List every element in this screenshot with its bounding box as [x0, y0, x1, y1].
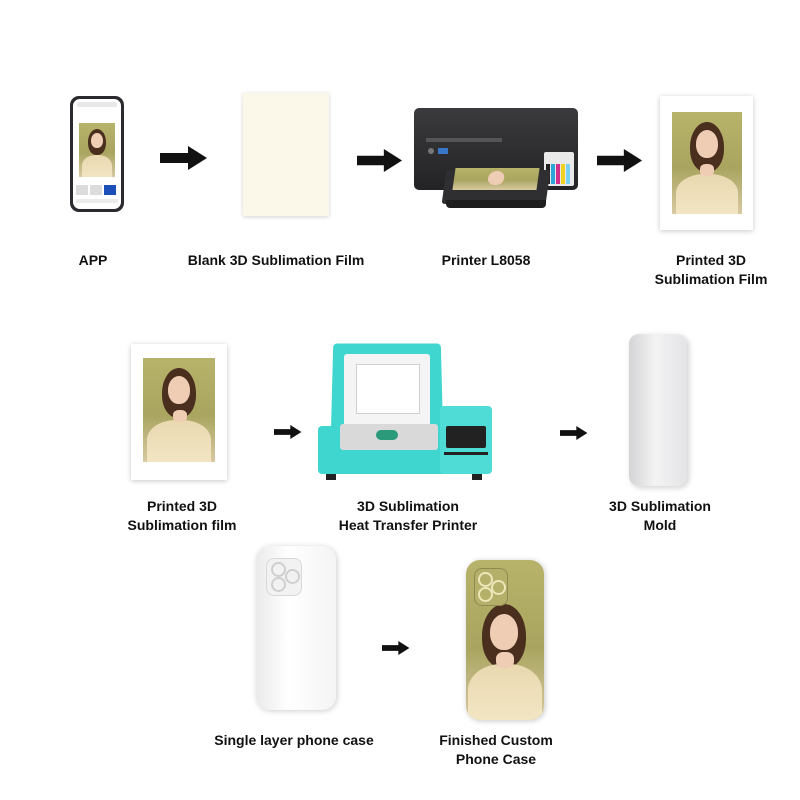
smartphone-icon: [70, 96, 124, 212]
mold-label-line2: Mold: [643, 517, 677, 533]
finished-case-label: Finished Custom Phone Case: [416, 731, 576, 769]
finished-case-label-line2: Phone Case: [455, 751, 537, 767]
arrow-right-icon: [382, 641, 410, 655]
arrow-right-icon: [357, 149, 403, 172]
printer-icon: [410, 104, 582, 214]
printed-film-1-label-line2: Sublimation Film: [654, 271, 768, 287]
heat-press-icon: [316, 340, 494, 484]
printed-film-icon: [131, 344, 227, 480]
blank-film-label: Blank 3D Sublimation Film: [187, 252, 365, 268]
mold-label-line1: 3D Sublimation: [609, 498, 711, 514]
printer-label: Printer L8058: [441, 252, 531, 268]
printed-portrait-image: [143, 358, 215, 462]
finished-phone-case-icon: [466, 560, 544, 720]
printed-film-icon: [660, 96, 753, 230]
blank-phone-case-icon: [256, 546, 336, 710]
finished-case-label-line1: Finished Custom: [439, 732, 553, 748]
mold-label: 3D Sublimation Mold: [590, 497, 730, 535]
arrow-right-icon: [597, 149, 643, 172]
printed-film-2-label: Printed 3D Sublimation film: [112, 497, 252, 535]
printed-film-1-label: Printed 3D Sublimation Film: [643, 251, 779, 289]
heat-press-label-line1: 3D Sublimation: [357, 498, 459, 514]
printed-portrait-image: [672, 112, 742, 214]
heat-press-label: 3D Sublimation Heat Transfer Printer: [320, 497, 496, 535]
printed-film-2-label-line1: Printed 3D: [146, 498, 217, 514]
heat-press-label-line2: Heat Transfer Printer: [338, 517, 478, 533]
step-app: [66, 96, 128, 214]
app-label: APP: [78, 252, 108, 268]
arrow-right-icon: [160, 146, 207, 170]
arrow-right-icon: [274, 425, 302, 439]
blank-film-icon: [243, 93, 329, 216]
printed-film-2-label-line2: Sublimation film: [127, 517, 237, 533]
blank-case-label: Single layer phone case: [214, 732, 374, 748]
phone-portrait-image: [79, 123, 115, 177]
printed-film-1-label-line1: Printed 3D: [675, 252, 746, 268]
mold-icon: [629, 334, 687, 486]
arrow-right-icon: [560, 426, 588, 440]
